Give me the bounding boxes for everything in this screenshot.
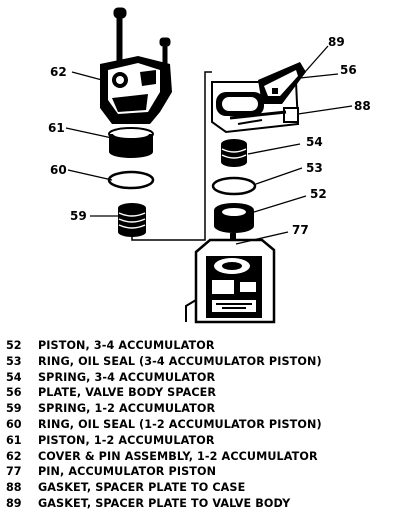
- legend-item-description: PLATE, VALVE BODY SPACER: [38, 386, 217, 400]
- legend-item-description: GASKET, SPACER PLATE TO CASE: [38, 481, 246, 495]
- legend-item-number: 77: [6, 465, 22, 479]
- callout-52: 52: [310, 187, 327, 201]
- legend-item-number: 61: [6, 433, 22, 447]
- legend-item: 59 SPRING, 1-2 ACCUMULATOR: [6, 401, 412, 417]
- legend-item: 88 GASKET, SPACER PLATE TO CASE: [6, 480, 412, 496]
- leader-lines: [65, 45, 353, 245]
- legend-item-number: 52: [6, 339, 22, 352]
- legend-item-number: 62: [6, 449, 22, 463]
- callout-89: 89: [328, 35, 345, 49]
- legend-item: 54 SPRING, 3-4 ACCUMULATOR: [6, 370, 412, 386]
- spring-1-2: [118, 203, 146, 237]
- legend-item: 52 PISTON, 3-4 ACCUMULATOR: [6, 338, 412, 354]
- callout-53: 53: [306, 161, 323, 175]
- piston-3-4: [214, 203, 254, 233]
- legend-item: 60 RING, OIL SEAL (1-2 ACCUMULATOR PISTON…: [6, 417, 412, 433]
- legend-item-description: GASKET, SPACER PLATE TO VALVE BODY: [38, 496, 291, 510]
- callout-61: 61: [48, 121, 65, 135]
- legend-item-number: 88: [6, 481, 22, 495]
- legend-item: 89 GASKET, SPACER PLATE TO VALVE BODY: [6, 496, 412, 512]
- oil-seal-ring-1-2: [107, 170, 155, 190]
- legend-item: 77 PIN, ACCUMULATOR PISTON: [6, 464, 412, 480]
- legend-item-number: 54: [6, 370, 22, 384]
- legend-item: 56 PLATE, VALVE BODY SPACER: [6, 385, 412, 401]
- legend-item-description: PISTON, 1-2 ACCUMULATOR: [38, 433, 215, 447]
- legend-item-description: PIN, ACCUMULATOR PISTON: [38, 465, 217, 479]
- legend-item: 61 PISTON, 1-2 ACCUMULATOR: [6, 433, 412, 449]
- assembly-connector-line: [131, 71, 212, 241]
- callout-77: 77: [292, 223, 309, 237]
- legend-item-number: 89: [6, 496, 22, 510]
- oil-seal-ring-3-4: [211, 176, 257, 196]
- legend-item-description: COVER & PIN ASSEMBLY, 1-2 ACCUMULATOR: [38, 449, 318, 463]
- spring-3-4: [221, 139, 247, 167]
- callout-54: 54: [306, 135, 323, 149]
- legend-item-number: 60: [6, 417, 22, 431]
- callout-60: 60: [50, 163, 67, 177]
- legend-item-number: 56: [6, 386, 22, 400]
- legend-item: 62 COVER & PIN ASSEMBLY, 1-2 ACCUMULATOR: [6, 449, 412, 465]
- callout-59: 59: [70, 209, 87, 223]
- legend-item-description: RING, OIL SEAL (1-2 ACCUMULATOR PISTON): [38, 417, 322, 431]
- callout-88: 88: [354, 99, 371, 113]
- callout-62: 62: [50, 65, 67, 79]
- legend-item-description: RING, OIL SEAL (3-4 ACCUMULATOR PISTON): [38, 354, 322, 368]
- legend-item-description: SPRING, 1-2 ACCUMULATOR: [38, 402, 216, 416]
- legend-item-description: PISTON, 3-4 ACCUMULATOR: [38, 339, 215, 352]
- cover-pin-assembly: [100, 56, 172, 124]
- spacer-plate-gasket: [211, 62, 306, 134]
- callout-56: 56: [340, 63, 357, 77]
- legend-item-number: 53: [6, 354, 22, 368]
- legend-item-description: SPRING, 3-4 ACCUMULATOR: [38, 370, 216, 384]
- legend-item: 53 RING, OIL SEAL (3-4 ACCUMULATOR PISTON…: [6, 354, 412, 370]
- piston-1-2: [108, 127, 154, 158]
- exploded-view-diagram: 89 62 56 88 61 54 60 53 52 59 77: [48, 7, 371, 324]
- transmission-case: [185, 238, 276, 324]
- legend-item-number: 59: [6, 402, 22, 416]
